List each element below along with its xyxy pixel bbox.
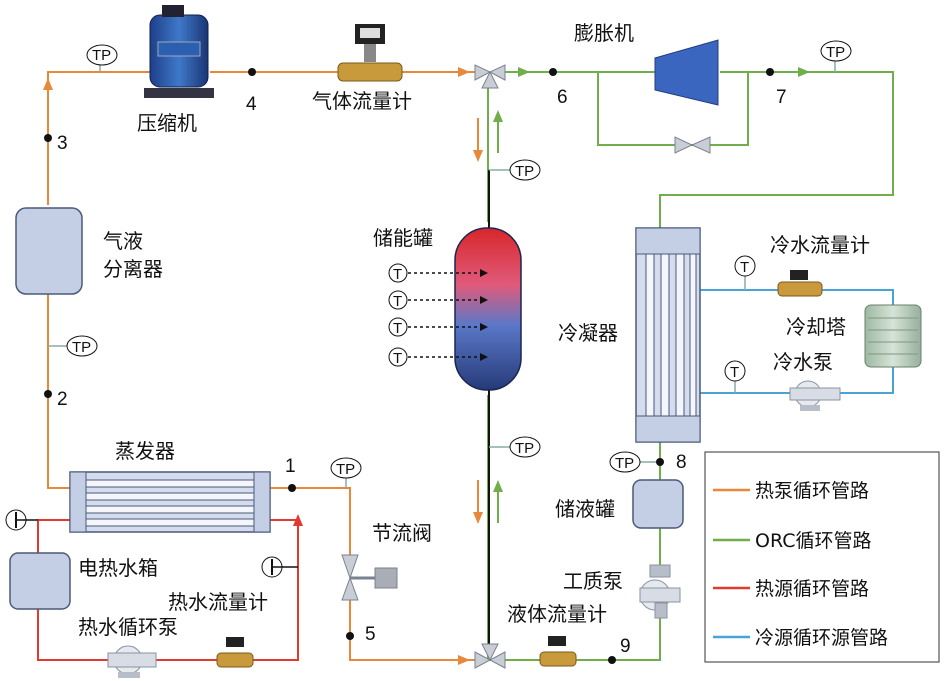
separator-label-line2: 分离器 bbox=[103, 257, 163, 281]
svg-text:T: T bbox=[393, 350, 402, 367]
svg-text:TP: TP bbox=[72, 339, 91, 356]
svg-text:TP: TP bbox=[615, 455, 634, 472]
tp-sensor: TP bbox=[330, 457, 362, 488]
liquid-receiver bbox=[632, 479, 684, 529]
three-way-valve-top bbox=[474, 64, 506, 89]
evaporator bbox=[69, 471, 271, 533]
compressor-label: 压缩机 bbox=[137, 111, 197, 135]
working-fluid-pump bbox=[639, 564, 681, 619]
throttle-valve bbox=[341, 554, 398, 601]
liquid-flowmeter-label: 液体流量计 bbox=[507, 602, 607, 626]
t-sensor bbox=[261, 556, 298, 578]
working-pump-label: 工质泵 bbox=[563, 569, 623, 593]
liquid-receiver-label: 储液罐 bbox=[555, 497, 615, 521]
cooling-tower-label: 冷却塔 bbox=[786, 315, 846, 339]
point-4-label: 4 bbox=[246, 94, 257, 115]
heat-pump-arrows bbox=[43, 67, 483, 665]
svg-text:TP: TP bbox=[92, 47, 111, 64]
svg-text:TP: TP bbox=[515, 440, 534, 457]
gas-flowmeter bbox=[337, 24, 403, 82]
tp-sensor: TP bbox=[489, 436, 541, 458]
tank-t-sensor: T bbox=[388, 290, 488, 310]
svg-text:T: T bbox=[393, 266, 402, 283]
point-1-label: 1 bbox=[285, 456, 296, 477]
hot-flowmeter-label: 热水流量计 bbox=[168, 590, 268, 614]
liquid-flowmeter bbox=[539, 636, 577, 667]
t-sensor: T bbox=[724, 360, 746, 393]
tp-sensor: TP bbox=[48, 335, 98, 357]
t-sensor bbox=[5, 509, 38, 531]
svg-text:热源循环管路: 热源循环管路 bbox=[755, 578, 869, 600]
evaporator-label: 蒸发器 bbox=[115, 439, 175, 463]
legend-item: 冷源循环源管路 bbox=[713, 627, 888, 649]
condenser-label: 冷凝器 bbox=[558, 321, 618, 345]
tp-sensor: TP bbox=[86, 44, 118, 72]
expander-label: 膨胀机 bbox=[574, 21, 634, 45]
tank-t-sensor: T bbox=[388, 347, 488, 367]
hot-pump-label: 热水循环泵 bbox=[78, 615, 178, 639]
separator-label-line1: 气液 bbox=[103, 229, 143, 253]
gas-flowmeter-label: 气体流量计 bbox=[312, 89, 412, 113]
svg-text:T: T bbox=[740, 259, 749, 276]
expander bbox=[654, 39, 719, 106]
three-way-valve-bottom bbox=[474, 643, 506, 669]
svg-text:ORC循环管路: ORC循环管路 bbox=[755, 530, 871, 552]
cooling-tower bbox=[864, 304, 922, 368]
svg-text:热泵循环管路: 热泵循环管路 bbox=[755, 480, 869, 502]
tp-sensor: TP bbox=[609, 451, 660, 473]
hot-water-pump bbox=[107, 645, 157, 678]
legend-item: ORC循环管路 bbox=[713, 530, 871, 552]
electric-tank-label: 电热水箱 bbox=[78, 556, 158, 580]
cold-flowmeter-label: 冷水流量计 bbox=[770, 233, 870, 257]
storage-tank bbox=[454, 227, 522, 391]
svg-text:TP: TP bbox=[826, 44, 845, 61]
condenser bbox=[635, 227, 701, 443]
svg-text:T: T bbox=[393, 320, 402, 337]
hot-water-flowmeter bbox=[216, 637, 254, 668]
heat-source-arrow bbox=[293, 514, 303, 526]
state-points bbox=[44, 68, 774, 664]
point-2-label: 2 bbox=[57, 389, 68, 410]
point-3-label: 3 bbox=[57, 133, 68, 154]
tp-sensor: TP bbox=[489, 159, 541, 181]
electric-water-tank bbox=[9, 552, 71, 610]
storage-tank-label: 储能罐 bbox=[373, 226, 433, 250]
svg-text:T: T bbox=[393, 293, 402, 310]
point-9-label: 9 bbox=[620, 636, 631, 657]
cold-water-pump bbox=[789, 380, 841, 411]
svg-text:TP: TP bbox=[336, 461, 355, 478]
cold-pump-label: 冷水泵 bbox=[773, 350, 833, 374]
bypass-valve bbox=[674, 136, 711, 154]
point-6-label: 6 bbox=[557, 87, 568, 108]
point-5-label: 5 bbox=[365, 624, 376, 645]
tp-sensor: TP bbox=[820, 40, 852, 72]
point-8-label: 8 bbox=[676, 452, 687, 473]
svg-text:TP: TP bbox=[515, 163, 534, 180]
gas-liquid-separator bbox=[15, 207, 83, 295]
legend-item: 热源循环管路 bbox=[713, 578, 869, 600]
t-sensor: T bbox=[734, 255, 756, 290]
tank-temperature-sensors: T T T T bbox=[388, 263, 488, 367]
cold-water-flowmeter bbox=[777, 270, 823, 297]
throttle-label: 节流阀 bbox=[372, 521, 432, 545]
legend-item: 热泵循环管路 bbox=[713, 480, 869, 502]
point-7-label: 7 bbox=[776, 87, 787, 108]
legend: 热泵循环管路 ORC循环管路 热源循环管路 冷源循环源管路 bbox=[704, 451, 940, 663]
tank-t-sensor: T bbox=[388, 263, 488, 283]
svg-text:T: T bbox=[730, 364, 739, 381]
orc-arrows bbox=[493, 67, 810, 523]
tank-t-sensor: T bbox=[388, 317, 488, 337]
compressor bbox=[144, 5, 214, 98]
svg-text:冷源循环源管路: 冷源循环源管路 bbox=[755, 627, 888, 649]
